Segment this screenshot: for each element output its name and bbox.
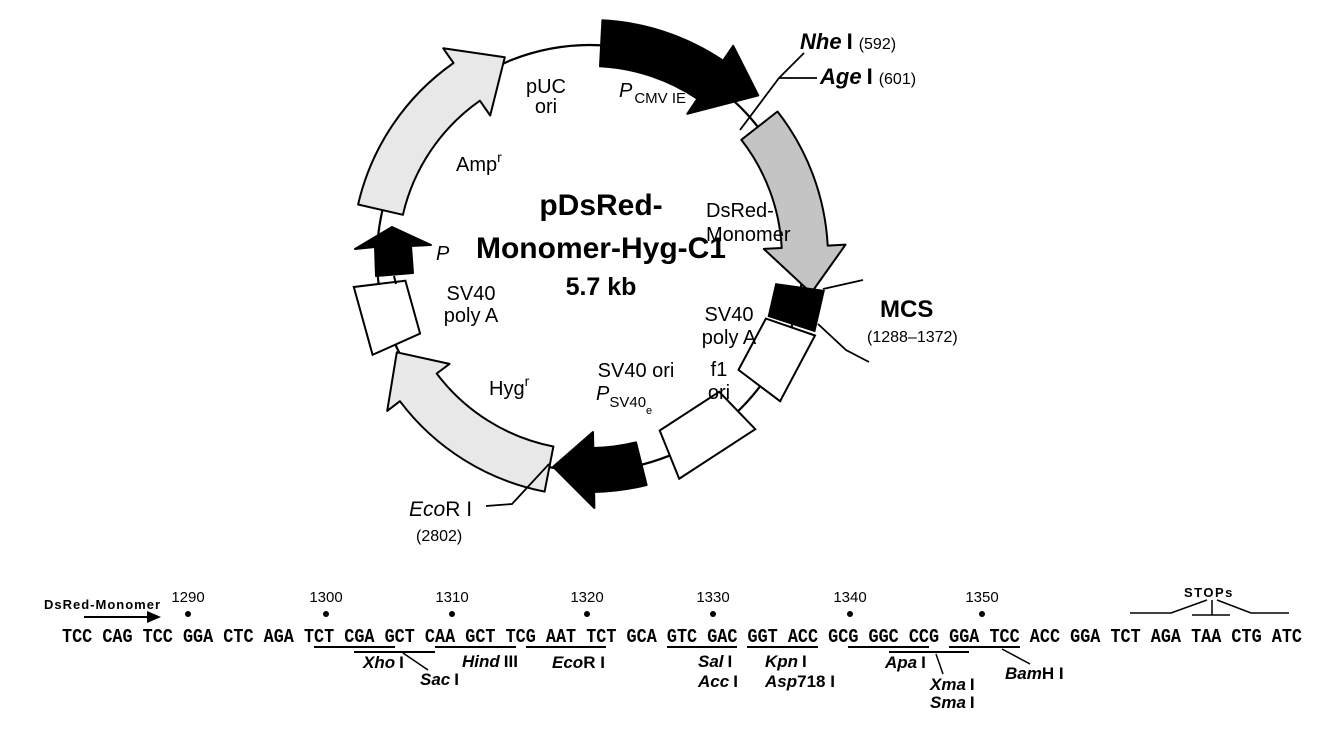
sv40-polya-left-label-line1: SV40 <box>447 283 496 305</box>
position-ticks: 1290 1300 1310 1320 1330 1340 1350 <box>171 589 998 606</box>
xma-connector-line <box>935 653 944 675</box>
sv40-polya-right-label-line1: SV40 <box>705 304 754 326</box>
tick-label: 1320 <box>570 589 603 606</box>
position-dot <box>979 611 985 617</box>
tick-label: 1290 <box>171 589 204 606</box>
sv40-ori-promoter-arrow <box>552 431 648 509</box>
mcs-site-range: (1288–1372) <box>867 329 958 346</box>
mcs-site-label: MCS <box>880 296 933 323</box>
restriction-underlines <box>314 646 1020 653</box>
plasmid-title-line2: Monomer-Hyg-C1 <box>476 232 726 265</box>
p-promoter-label: P <box>436 243 450 265</box>
position-dot <box>185 611 191 617</box>
position-dot <box>584 611 590 617</box>
ecori-site-position: (2802) <box>416 528 462 545</box>
amp-resistance-arrow <box>357 47 506 216</box>
tick-label: 1300 <box>309 589 342 606</box>
bamh-label: BamH I <box>1005 664 1064 683</box>
f1-ori-box <box>658 390 757 481</box>
plasmid-size-label: 5.7 kb <box>566 273 637 301</box>
bamh-connector-line <box>1001 648 1031 665</box>
f1-ori-label-line2: ori <box>708 382 730 404</box>
tick-label: 1350 <box>965 589 998 606</box>
gene-direction-arrow-head <box>147 611 161 623</box>
p-promoter-arrow <box>354 226 432 277</box>
sac-connector-line <box>402 652 429 671</box>
ecori-site-label: EcoR I <box>409 498 472 521</box>
puc-ori-label-line1: pUC <box>526 76 566 98</box>
sv40-polya-box-right <box>737 317 817 403</box>
position-dot <box>323 611 329 617</box>
tick-label: 1310 <box>435 589 468 606</box>
dsred-label-line1: DsRed- <box>706 200 774 222</box>
hyg-resistance-arrow <box>386 351 555 493</box>
cmv-promoter-arrow <box>599 19 760 115</box>
position-dots <box>185 611 985 617</box>
asp718-label: Asp718 I <box>764 672 835 691</box>
amp-label: Ampr <box>456 149 502 176</box>
p-promoter-connector-line <box>393 275 397 285</box>
dsred-label-line2: Monomer <box>706 224 791 246</box>
sv40e-promoter-label: PSV40e <box>596 383 652 417</box>
puc-ori-label-line2: ori <box>535 96 557 118</box>
stops-bracket-lines <box>1130 599 1289 616</box>
ecor-label: EcoR I <box>552 653 605 672</box>
sv40-polya-box-left <box>352 279 422 357</box>
tick-label: 1340 <box>833 589 866 606</box>
f1-ori-label-line1: f1 <box>711 359 728 381</box>
position-dot <box>710 611 716 617</box>
ecori-pointer-line <box>485 463 550 507</box>
tick-label: 1330 <box>696 589 729 606</box>
mcs-pointer-lines <box>817 279 870 363</box>
plasmid-title-line1: pDsRed- <box>539 189 662 222</box>
gene-label: DsRed-Monomer <box>44 597 161 612</box>
nhe-age-pointer-lines <box>739 52 817 131</box>
sv40-polya-right-label-line2: poly A <box>702 327 757 349</box>
sv40-ori-label: SV40 ori <box>598 360 675 382</box>
stops-label: STOPs <box>1184 585 1234 600</box>
sv40-polya-left-label-line2: poly A <box>444 305 499 327</box>
mcs-block <box>767 283 825 333</box>
hyg-label: Hygr <box>489 373 530 400</box>
position-dot <box>847 611 853 617</box>
position-dot <box>449 611 455 617</box>
mcs-sequence-panel: DsRed-Monomer 1290 1300 1310 1320 1330 1… <box>44 585 1302 712</box>
nucleotide-sequence: TCC CAG TCC GGA CTC AGA TCT CGA GCT CAA … <box>62 626 1302 648</box>
